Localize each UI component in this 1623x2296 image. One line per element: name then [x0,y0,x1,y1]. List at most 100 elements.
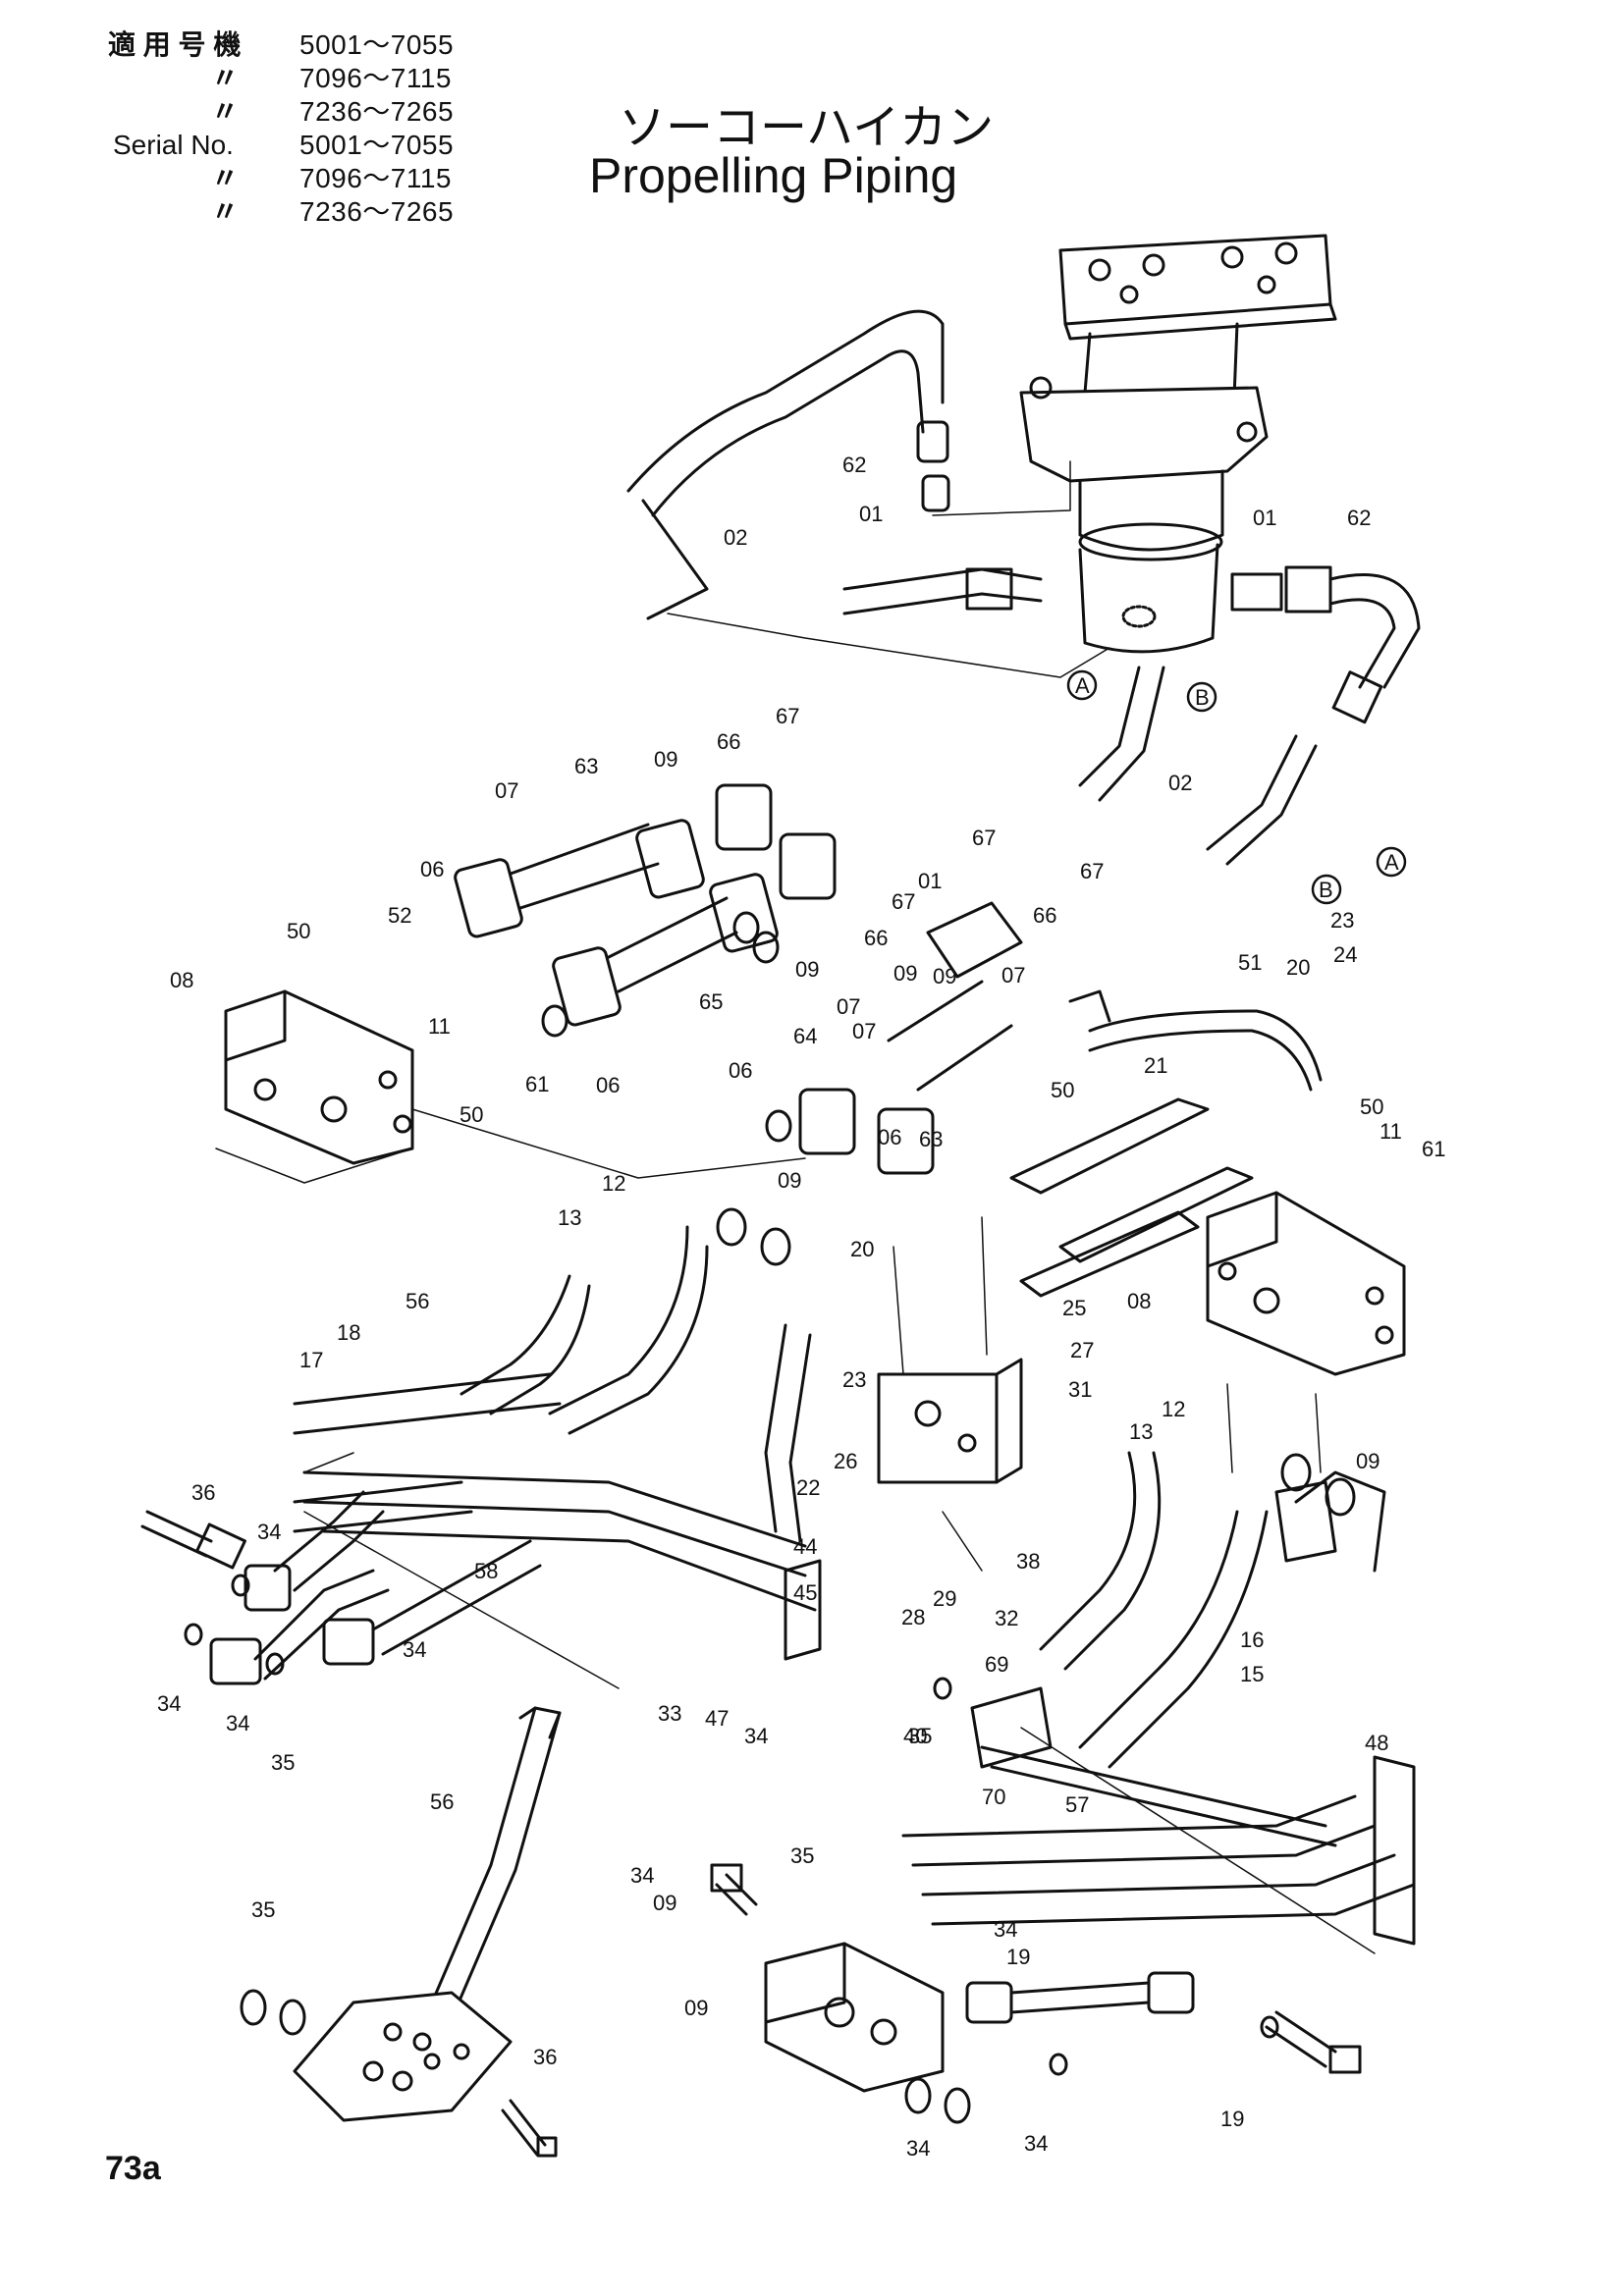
serial-row-label: 〃 [211,63,240,93]
serial-row: 〃 7096～7115 [108,63,520,94]
part-label: 34 [744,1724,768,1748]
part-label: 09 [795,957,819,982]
part-labels: 62 01 02 01 62 A B 67 66 09 63 07 02 67 … [157,453,1445,2161]
serial-row-label: 〃 [211,96,240,127]
part-label: 52 [388,903,411,928]
part-label: 07 [495,778,518,803]
part-label: 58 [474,1559,498,1583]
part-label: 26 [834,1449,857,1473]
part-label: 29 [933,1586,956,1611]
part-label: B [1195,685,1210,710]
part-label: 45 [793,1580,817,1605]
part-label: 40 [903,1724,927,1748]
part-label: 33 [658,1701,681,1726]
part-label: 50 [1360,1095,1383,1119]
part-label: 20 [1286,955,1310,980]
part-label: 34 [906,2136,930,2161]
part-label: 11 [428,1014,451,1039]
serial-row-value: 7096～7115 [299,163,453,193]
serial-row-label: Serial No. [113,130,234,160]
part-label: 08 [1127,1289,1151,1313]
part-label: 47 [705,1706,729,1731]
part-label: 19 [1006,1945,1030,1969]
part-label: 50 [460,1102,483,1127]
upper-hoses-drawing [626,309,1421,866]
part-label: 44 [793,1534,817,1559]
part-label: 34 [994,1917,1017,1942]
serial-row: 〃 7236～7265 [108,96,520,128]
part-label: 56 [406,1289,429,1313]
part-label: 62 [842,453,866,477]
part-label: 69 [985,1652,1008,1677]
part-label: 56 [430,1789,454,1814]
part-label: 06 [878,1125,901,1149]
part-label: 09 [893,961,917,986]
part-label: 22 [796,1475,820,1500]
part-label: 50 [1051,1078,1074,1102]
part-label: 34 [630,1863,654,1888]
part-label: 11 [1380,1119,1402,1144]
part-label: 35 [271,1750,295,1775]
part-label: 66 [864,926,888,950]
left-branch-drawing [140,1480,562,2158]
title-japanese: ソーコーハイカン [619,100,995,155]
part-label: B [1319,878,1333,902]
serial-row: Serial No. 5001～7055 [108,130,520,161]
leader-lines-drawing [215,460,1376,1954]
part-label: 07 [837,994,860,1019]
part-label: 28 [901,1605,925,1629]
serial-row-label: 〃 [211,196,240,227]
part-label: 25 [1062,1296,1086,1320]
serial-row-label: 〃 [211,163,240,193]
lower-right-block-drawing [710,1863,1362,2093]
part-label: 07 [1001,963,1025,988]
part-label: 02 [1168,771,1192,795]
part-label: 06 [729,1058,752,1083]
lower-pipe-bundle-drawing [293,1225,1416,1946]
control-valve-right-drawing [1206,1191,1406,1376]
part-label: 09 [778,1168,801,1193]
part-label: 32 [995,1606,1018,1630]
part-label: 65 [699,989,723,1014]
part-label: 57 [1065,1792,1089,1817]
serial-row-value: 5001～7055 [299,130,455,160]
part-label: 20 [850,1237,874,1261]
serial-row-value: 5001～7055 [299,29,455,60]
part-label: 61 [525,1072,549,1096]
part-label: 38 [1016,1549,1040,1574]
part-label: 67 [892,889,915,914]
part-label: 17 [299,1348,323,1372]
part-label: 21 [1144,1053,1167,1078]
part-label: 51 [1238,950,1262,975]
part-label: 08 [170,968,193,992]
serial-row-value: 7236～7265 [299,96,455,127]
short-hoses-drawing [1009,1097,1254,1298]
part-label: 35 [908,1724,932,1748]
part-label: 18 [337,1320,360,1345]
serial-row: 〃 7096～7115 [108,163,520,194]
part-label: 27 [1070,1338,1094,1362]
part-label: 01 [859,502,883,526]
part-label: 06 [420,857,444,881]
part-label: 06 [596,1073,620,1097]
serial-row-label: 適 用 号 機 [108,29,242,60]
part-label: 07 [852,1019,876,1043]
o-rings-drawing [184,911,1356,2124]
part-label: 62 [1347,506,1371,530]
part-label: 34 [226,1711,249,1735]
part-label: 09 [654,747,677,772]
control-valve-left-drawing [224,989,414,1165]
part-label: 50 [287,919,310,943]
page-number: 73a [105,2150,161,2187]
part-label: 09 [653,1891,676,1915]
part-label: 34 [157,1691,181,1716]
part-label: 66 [1033,903,1056,928]
part-label: 16 [1240,1628,1264,1652]
serial-row-value: 7096～7115 [299,63,453,93]
mid-flanges-drawing [454,783,1323,1175]
part-label: 01 [918,869,942,893]
part-label: 09 [684,1996,708,2020]
serial-row: 適 用 号 機 5001～7055 [108,29,520,61]
part-label: 34 [257,1520,281,1544]
